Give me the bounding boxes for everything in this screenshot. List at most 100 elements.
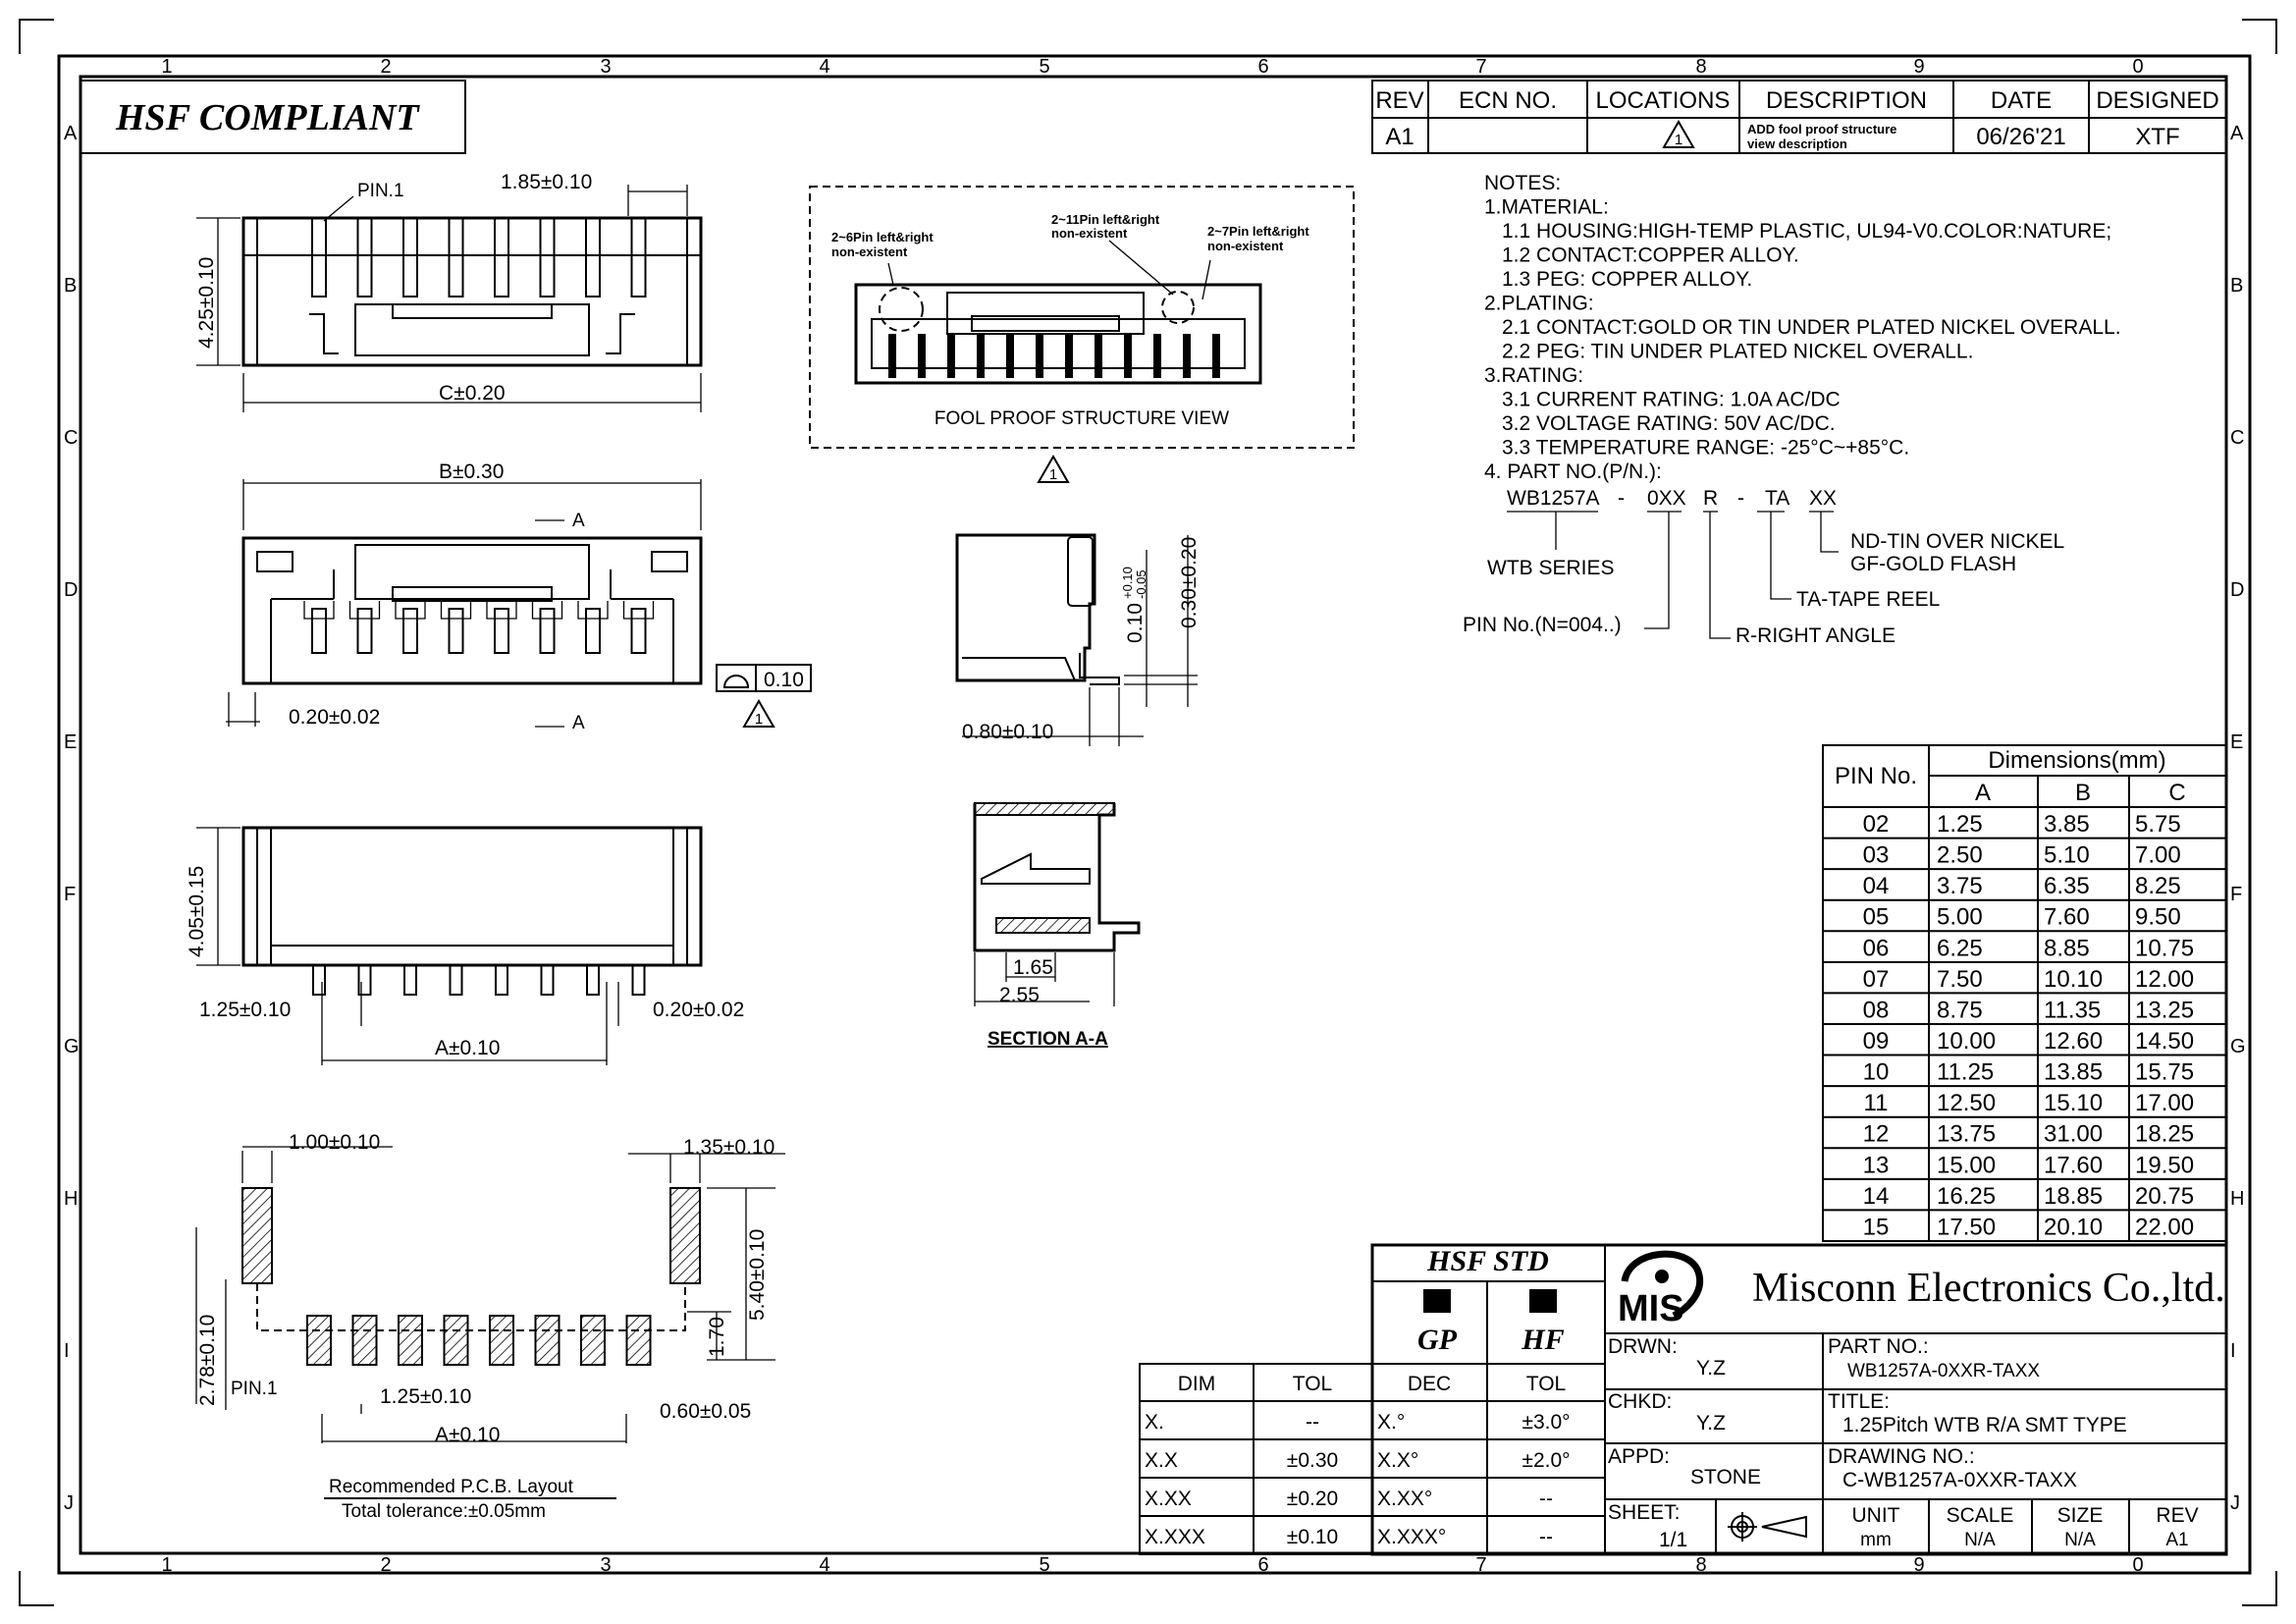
contact-slot: [348, 601, 381, 620]
tol-cell: X.XX°: [1377, 1488, 1432, 1510]
table-cell: 11.35: [2044, 997, 2101, 1023]
dim-column-header: B: [2075, 780, 2091, 806]
table-cell: 15: [1863, 1214, 1890, 1240]
pcb-pad: [534, 1315, 561, 1366]
column-label: 2: [380, 1554, 391, 1576]
contact-lead: [540, 964, 555, 996]
row-label: F: [2230, 884, 2242, 905]
pcb-tolerance: Total tolerance:±0.05mm: [342, 1501, 546, 1522]
fool-proof-caption: FOOL PROOF STRUCTURE VIEW: [934, 408, 1229, 429]
scale-label: SCALE: [1947, 1504, 2014, 1527]
table-cell: 12: [1863, 1121, 1890, 1148]
row-label: G: [64, 1036, 80, 1057]
table-cell: 5.10: [2044, 842, 2090, 869]
table-cell: 16.25: [1937, 1183, 1996, 1210]
column-label: 5: [1039, 1554, 1049, 1576]
contact-pin: [585, 217, 601, 298]
third-angle-projection-icon: [1728, 1512, 1807, 1542]
contact-slot: [577, 601, 609, 620]
table-cell: 10: [1863, 1059, 1890, 1086]
tol-cell: X.XX: [1145, 1488, 1192, 1510]
column-label: 0: [2132, 56, 2143, 78]
table-cell: 3.85: [2044, 811, 2090, 838]
svg-text:MIS: MIS: [1618, 1288, 1684, 1329]
table-cell: 7.50: [1937, 966, 1983, 993]
table-cell: 05: [1863, 904, 1890, 931]
dim-b: B±0.30: [439, 460, 504, 483]
tol-cell: X.X°: [1377, 1449, 1418, 1472]
table-cell: 04: [1863, 873, 1890, 899]
hf-label: HF: [1521, 1324, 1564, 1356]
tol-cell: ±2.0°: [1522, 1449, 1570, 1472]
pn-pin-label: PIN No.(N=004..): [1463, 614, 1622, 636]
drawing-no: C-WB1257A-0XXR-TAXX: [1842, 1469, 2077, 1491]
dim-pad-length: 1.70: [706, 1317, 728, 1357]
row-label: C: [64, 427, 78, 449]
section-caption: SECTION A-A: [988, 1029, 1108, 1050]
table-cell: 12.60: [2044, 1028, 2103, 1055]
dim-standoff: 0.30±0.20: [1178, 537, 1201, 628]
pn-pack-code: TA: [1765, 487, 1789, 510]
contact-lead: [495, 964, 508, 996]
dim-section-1: 1.65: [1013, 956, 1053, 979]
contact-pin: [402, 217, 418, 298]
rev-header: ECN NO.: [1459, 87, 1557, 114]
contact-pin: [1006, 334, 1014, 378]
contact-pin: [918, 334, 926, 378]
dim-pcb-offset: 2.78±0.10: [196, 1315, 219, 1406]
tol-cell: X.X: [1145, 1449, 1178, 1472]
column-label: 6: [1257, 56, 1268, 78]
contact-pin: [1124, 334, 1132, 378]
dim-coplanarity-minus: -0.05: [1134, 569, 1148, 599]
note-line: 1.MATERIAL:: [1484, 196, 1609, 219]
row-label: J: [2230, 1492, 2240, 1514]
pn-pin-code: 0XX: [1647, 487, 1686, 510]
contact-lead: [312, 964, 326, 996]
rev-header: LOCATIONS: [1596, 87, 1731, 114]
rev-header: REV: [1375, 87, 1423, 114]
sheet-label: SHEET:: [1608, 1501, 1681, 1524]
part-no: WB1257A-0XXR-TAXX: [1847, 1361, 2040, 1381]
table-cell: 8.85: [2044, 935, 2090, 961]
checked-label: CHKD:: [1608, 1390, 1672, 1413]
tol-header: TOL: [1526, 1373, 1566, 1395]
column-label: 3: [600, 56, 611, 78]
contact-pin: [977, 334, 985, 378]
table-cell: 13.85: [2044, 1059, 2103, 1086]
dim-peg-right: 1.35±0.10: [683, 1136, 774, 1159]
dimensions-header: Dimensions(mm): [1988, 747, 2165, 774]
row-label: H: [2230, 1188, 2244, 1210]
column-label: 9: [1913, 1554, 1924, 1576]
tol-header: TOL: [1293, 1373, 1332, 1395]
table-cell: 17.00: [2135, 1090, 2194, 1116]
note-line: 4. PART NO.(P/N.):: [1484, 460, 1662, 483]
svg-text:1: 1: [1049, 466, 1057, 483]
hsf-std-label: HSF STD: [1426, 1245, 1549, 1277]
row-label: I: [64, 1340, 70, 1362]
unit-value: mm: [1860, 1530, 1892, 1550]
contact-slot: [622, 601, 655, 620]
table-cell: 15.00: [1937, 1152, 1996, 1178]
pn-dash: -: [1618, 487, 1625, 510]
table-cell: 18.85: [2044, 1183, 2103, 1210]
pcb-pad: [489, 1315, 514, 1366]
contact-pin: [356, 217, 373, 298]
revision-marker-icon: 1: [742, 698, 775, 728]
pn-series-code: WB1257A: [1507, 487, 1600, 510]
column-label: 2: [380, 56, 391, 78]
part-number-breakdown: WB1257A - 0XX R - TA XX WTB SERIES PIN N…: [1463, 487, 2064, 647]
tol-header: DIM: [1178, 1373, 1216, 1395]
rev-header: DESCRIPTION: [1766, 87, 1927, 114]
contact-pin: [1212, 334, 1220, 378]
table-cell: 3.75: [1937, 873, 1983, 899]
contact-pin: [630, 608, 647, 654]
table-cell: 1.25: [1937, 811, 1983, 838]
pcb-pad: [351, 1315, 378, 1366]
contact-pin: [311, 217, 327, 298]
column-label: 3: [600, 1554, 611, 1576]
pcb-pad: [580, 1315, 606, 1366]
table-cell: 19.50: [2135, 1152, 2194, 1178]
table-cell: 15.75: [2135, 1059, 2194, 1086]
